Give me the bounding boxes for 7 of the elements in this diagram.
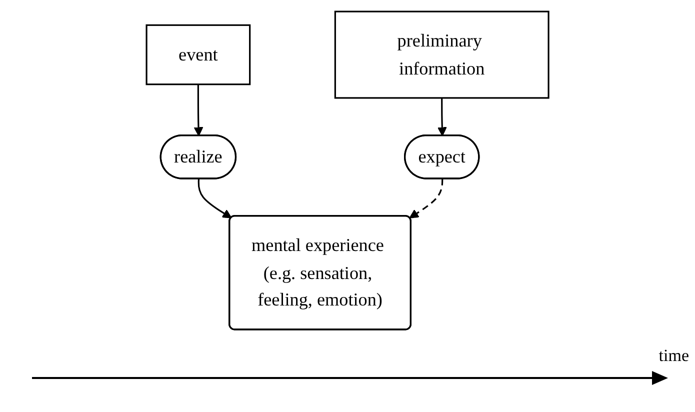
axis-label: time [658,346,689,365]
node-box: event [146,24,251,85]
arrow [194,84,204,136]
arrow [409,178,444,218]
arrow [437,97,447,136]
arrow [198,178,232,218]
node-box: preliminary information [334,10,550,98]
